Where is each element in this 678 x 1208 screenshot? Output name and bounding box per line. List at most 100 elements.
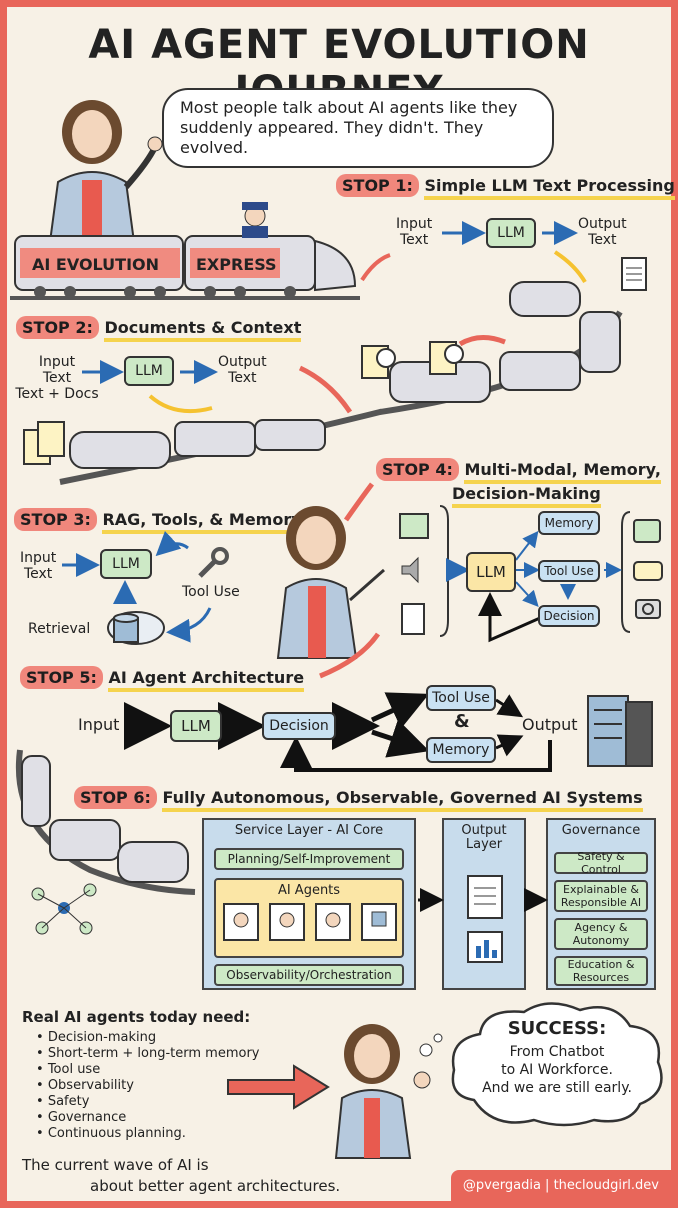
stop-4-decision-box: Decision <box>538 605 600 627</box>
stop-1-llm-box: LLM <box>486 218 536 248</box>
stop-2-input-line-3: Text + Docs <box>15 386 99 402</box>
stop-3-arrows <box>62 530 212 643</box>
report-icon <box>467 875 503 963</box>
stop-6-arrows <box>418 888 548 912</box>
stop-2-output-label: Output Text <box>218 354 267 386</box>
stop-3-llm-box: LLM <box>100 549 152 579</box>
stop-4-memory-box: Memory <box>538 511 600 535</box>
observability-box: Observability/Orchestration <box>214 964 404 986</box>
stop-3-text: RAG, Tools, & Memory <box>102 510 302 534</box>
train-car-label-1: AI EVOLUTION <box>32 255 160 274</box>
planning-box: Planning/Self-Improvement <box>214 848 404 870</box>
stop-5-tag: STOP 5: <box>20 666 103 689</box>
stop-4-output-icons <box>633 519 663 619</box>
stop-3-heading: STOP 3: RAG, Tools, & Memory <box>14 508 302 534</box>
big-red-arrow <box>227 1064 330 1110</box>
intro-line-2: suddenly appeared. They didn't. They evo… <box>180 118 484 157</box>
stop-5-amp: & <box>454 711 470 732</box>
governance-title: Governance <box>561 823 641 838</box>
stop-4-brackets <box>439 505 631 643</box>
success-line-3: And we are still early. <box>482 1080 632 1096</box>
service-layer-panel: Service Layer - AI Core Planning/Self-Im… <box>202 818 416 990</box>
stop-5-text: AI Agent Architecture <box>108 668 305 692</box>
stop-6-tag: STOP 6: <box>74 786 157 809</box>
output-layer-title-1: Output <box>461 823 507 838</box>
needs-item: Observability <box>36 1078 260 1094</box>
gov-item-safety: Safety & Control <box>554 850 648 876</box>
needs-list: Decision-making Short-term + long-term m… <box>36 1030 260 1142</box>
stop-3-input-line-1: Input <box>20 550 57 566</box>
stop-5-input-label: Input <box>78 715 120 734</box>
governance-panel: Governance Safety & Control Explainable … <box>546 818 656 990</box>
needs-item: Safety <box>36 1094 260 1110</box>
stop-1-output-line-2: Text <box>588 232 617 248</box>
ai-agents-box: AI Agents <box>214 878 404 958</box>
footer-credit[interactable]: @pvergadia | thecloudgirl.dev <box>450 1170 671 1201</box>
agents-icons <box>223 903 397 941</box>
gov-item-agency: Agency & Autonomy <box>554 918 648 950</box>
stop-5-output-label: Output <box>522 715 578 734</box>
stop-2-llm-box: LLM <box>124 356 174 386</box>
search-documents-icon <box>361 341 464 379</box>
stop-1-input-label: Input Text <box>396 216 432 248</box>
stop-4-llm-box: LLM <box>466 552 516 592</box>
stop-1-heading: STOP 1: Simple LLM Text Processing <box>336 174 675 200</box>
stop-5-memory-box: Memory <box>426 737 496 763</box>
stop-2-heading: STOP 2: Documents & Context <box>16 316 302 342</box>
stop-3-input-line-2: Text <box>23 566 53 582</box>
stop-4-inputs-icons <box>399 513 429 635</box>
stop-3-tool-label: Tool Use <box>182 584 240 600</box>
train-car-label-2: EXPRESS <box>196 255 277 274</box>
stop-5-decision-box: Decision <box>262 712 336 740</box>
stop-1-arrows <box>360 221 587 284</box>
database-cloud-icon <box>107 611 165 645</box>
stop-5-arrows <box>124 482 552 772</box>
stop-5-heading: STOP 5: AI Agent Architecture <box>20 666 305 692</box>
stop-4-heading: STOP 4: Multi-Modal, Memory, Decision-Ma… <box>376 458 661 508</box>
stop-3-retrieval-label: Retrieval <box>28 621 91 637</box>
train-illustration <box>10 202 360 300</box>
stop-2-input-label: Input Text Text + Docs <box>14 354 100 402</box>
stop-4-text-2: Decision-Making <box>452 484 601 508</box>
needs-item: Governance <box>36 1110 260 1126</box>
success-line-2: to AI Workforce. <box>501 1062 613 1078</box>
intro-line-1: Most people talk about AI agents like th… <box>180 98 518 117</box>
winding-train-illustration <box>59 281 623 485</box>
service-layer-title: Service Layer - AI Core <box>234 823 384 838</box>
document-icon <box>621 257 647 291</box>
stop-5-llm-box: LLM <box>170 710 222 742</box>
presenter-pointer-illustration <box>276 506 385 659</box>
stop-1-output-line-1: Output <box>578 216 627 232</box>
stop-1-input-line-1: Input <box>396 216 433 232</box>
stop-2-arrows <box>82 360 218 414</box>
success-line-1: From Chatbot <box>509 1044 605 1060</box>
closing-line-1: The current wave of AI is <box>22 1156 209 1174</box>
needs-item: Continuous planning. <box>36 1126 260 1142</box>
network-nodes-icon <box>31 883 97 935</box>
success-title: SUCCESS: <box>507 1018 607 1039</box>
ai-agents-title: AI Agents <box>277 883 341 898</box>
output-layer-title: Output Layer <box>444 824 524 852</box>
needs-item: Short-term + long-term memory <box>36 1046 260 1062</box>
stop-1-input-line-2: Text <box>399 232 429 248</box>
stop-2-input-line-2: Text <box>42 370 72 386</box>
stop-2-output-line-2: Text <box>228 370 257 386</box>
stop-2-text: Documents & Context <box>104 318 302 342</box>
gov-item-explainable: Explainable & Responsible AI <box>554 880 648 912</box>
stop-1-tag: STOP 1: <box>336 174 419 197</box>
needs-heading: Real AI agents today need: <box>22 1008 251 1026</box>
server-icon <box>587 695 653 767</box>
stop-4-tool-box: Tool Use <box>538 560 600 582</box>
stop-1-output-label: Output Text <box>578 216 627 248</box>
needs-item: Tool use <box>36 1062 260 1078</box>
stop-3-tag: STOP 3: <box>14 508 97 531</box>
gov-item-education: Education & Resources <box>554 956 648 986</box>
presenter-illustration <box>48 100 163 243</box>
stop-2-tag: STOP 2: <box>16 316 99 339</box>
success-cloud <box>451 1002 663 1127</box>
curved-train-illustration <box>15 749 196 895</box>
stop-1-text: Simple LLM Text Processing <box>424 176 675 200</box>
stop-4-tag: STOP 4: <box>376 458 459 481</box>
wrench-icon <box>198 547 229 578</box>
